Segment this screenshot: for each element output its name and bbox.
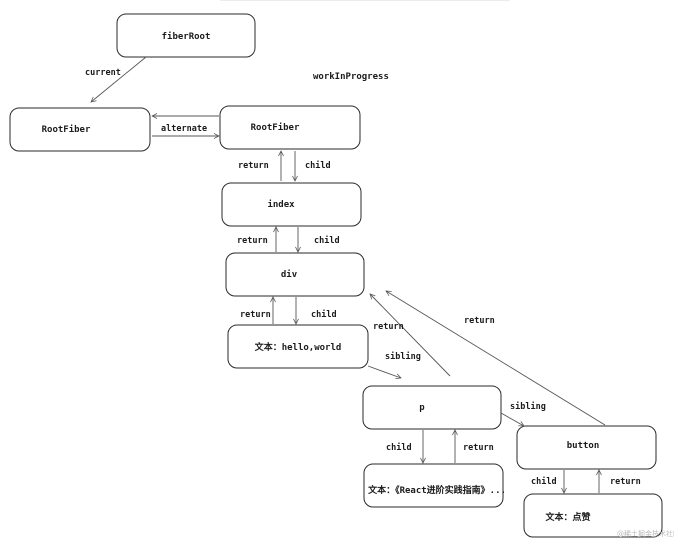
edge-text-sibling-label: sibling <box>385 351 421 362</box>
edge-index-return-label: return <box>237 236 268 246</box>
edge-button-return-label: return <box>464 316 495 326</box>
node-root-fiber-current-label: RootFiber <box>42 124 91 135</box>
node-div-label: div <box>281 269 298 280</box>
edge-div-child-label: child <box>311 309 337 320</box>
node-text-react[interactable]: 文本：《React进阶实践指南》... <box>363 463 506 508</box>
node-button-label: button <box>567 441 600 451</box>
watermark: @稀土掘金技术社区 <box>617 529 674 538</box>
edge-index-child-label: child <box>314 235 340 246</box>
edge-p-child-label: child <box>386 442 412 453</box>
edge-text-sibling <box>367 365 401 378</box>
edge-button-child-label: child <box>531 476 557 487</box>
node-index[interactable]: index <box>221 182 362 227</box>
node-index-label: index <box>267 199 295 210</box>
edge-button-return <box>386 291 606 426</box>
edge-current-label: current <box>85 68 121 78</box>
edge-alternate-label: alternate <box>161 124 207 134</box>
edge-p-sibling <box>500 412 524 426</box>
node-button[interactable]: button <box>516 425 657 470</box>
node-text-react-label: 文本：《React进阶实践指南》... <box>367 484 506 496</box>
node-root-fiber-current[interactable]: RootFiber <box>9 107 151 152</box>
edge-p-return <box>370 294 451 377</box>
edge-root-child-label: child <box>305 160 331 171</box>
node-text-like[interactable]: 文本：点赞 <box>523 493 663 538</box>
edge-current <box>91 56 147 102</box>
node-text-hello-world[interactable]: 文本：hello,world <box>227 324 369 369</box>
node-root-fiber-wip-label: RootFiber <box>251 122 300 133</box>
node-fiber-root-label: fiberRoot <box>162 31 211 42</box>
node-p-label: p <box>419 403 425 413</box>
top-divider <box>220 0 510 1</box>
work-in-progress-title: workInProgress <box>313 72 389 82</box>
edge-root-return-label: return <box>238 161 269 171</box>
node-text-like-label: 文本：点赞 <box>544 511 590 523</box>
node-root-fiber-wip[interactable]: RootFiber <box>219 105 361 150</box>
edge-p-sibling-label: sibling <box>510 401 546 412</box>
node-p[interactable]: p <box>362 385 502 430</box>
node-fiber-root[interactable]: fiberRoot <box>116 13 256 58</box>
node-div[interactable]: div <box>225 252 365 297</box>
edge-div-return-label: return <box>240 310 271 320</box>
edge-p-text-return-label: return <box>463 443 494 453</box>
edge-button-text-return-label: return <box>610 477 641 487</box>
node-text-hello-world-label: 文本：hello,world <box>254 341 342 353</box>
edge-p-return-label: return <box>373 322 404 332</box>
